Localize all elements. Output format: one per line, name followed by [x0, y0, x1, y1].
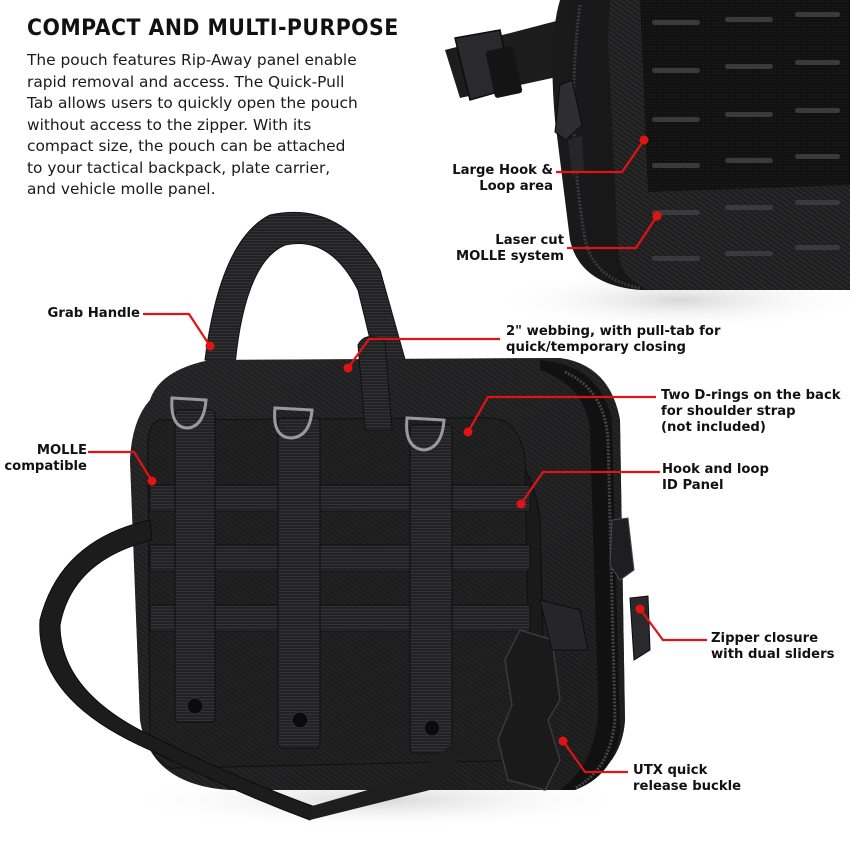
page-title: COMPACT AND MULTI-PURPOSE [27, 16, 399, 41]
description-line: compact size, the pouch can be attached [27, 137, 346, 155]
callout-hook-loop-area: Large Hook & Loop area [452, 163, 553, 194]
description-line: and vehicle molle panel. [27, 180, 216, 198]
leader-zipper [639, 608, 707, 642]
description-line: to your tactical backpack, plate carrier… [27, 158, 331, 177]
callout-laser-cut-molle: Laser cut MOLLE system [455, 233, 564, 264]
description-line: The pouch features Rip-Away panel enable [27, 51, 357, 69]
callout-utx-buckle: UTX quick release buckle [633, 763, 742, 794]
callout-molle-compatible: MOLLE compatible [4, 443, 87, 474]
leader-id-panel [520, 470, 660, 505]
callout-grab-handle: Grab Handle [47, 306, 141, 321]
leader-utx-buckle [562, 740, 628, 774]
description-line: Tab allows users to quickly open the pou… [27, 94, 358, 112]
leader-d-rings [467, 395, 656, 433]
leader-webbing [347, 337, 500, 369]
leader-molle-compatible [88, 450, 153, 482]
leader-laser-molle [567, 215, 658, 250]
leader-hook-loop [556, 139, 645, 174]
leader-grab-handle [143, 312, 211, 347]
callout-d-rings: Two D-rings on the back for shoulder str… [661, 388, 841, 435]
front-view-pouch [445, 0, 850, 330]
leader-lines [88, 139, 707, 774]
product-description: The pouch features Rip-Away panel enable… [27, 50, 417, 201]
callout-zipper: Zipper closure with dual sliders [711, 631, 835, 662]
main-pouch [39, 211, 651, 830]
callout-webbing: 2" webbing, with pull-tab for quick/temp… [506, 324, 721, 355]
leader-dots [147, 135, 662, 746]
description-line: without access to the zipper. With its [27, 115, 312, 134]
callout-id-panel: Hook and loop ID Panel [662, 462, 769, 493]
description-line: rapid removal and access. The Quick-Pull [27, 72, 345, 91]
